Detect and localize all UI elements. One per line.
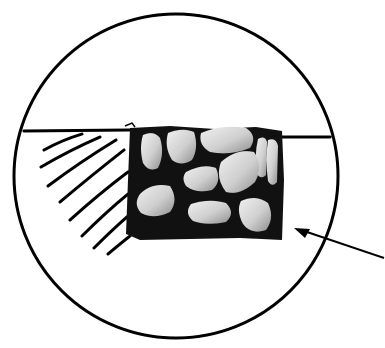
gravel-trench (126, 126, 284, 240)
